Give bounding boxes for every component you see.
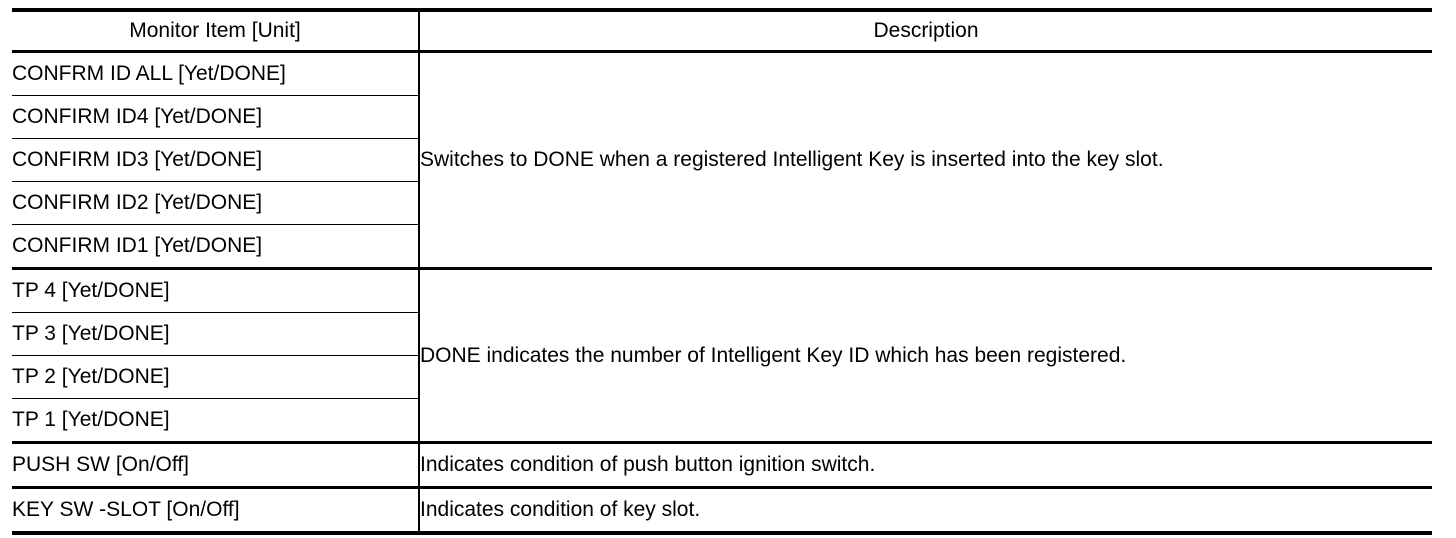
monitor-item-cell: TP 1 [Yet/DONE] <box>12 398 420 444</box>
description-cell: Indicates condition of key slot. <box>419 487 1432 531</box>
monitor-item-table: Monitor Item [Unit] Description CONFRM I… <box>12 12 1432 531</box>
monitor-item-cell: CONFIRM ID1 [Yet/DONE] <box>12 224 420 270</box>
table-row: CONFIRM ID1 [Yet/DONE] <box>12 224 1432 270</box>
monitor-item-cell: CONFIRM ID3 [Yet/DONE] <box>12 138 420 182</box>
monitor-item-table-wrapper: Monitor Item [Unit] Description CONFRM I… <box>12 8 1432 535</box>
table-row: KEY SW -SLOT [On/Off]Indicates condition… <box>12 487 1432 531</box>
table-row: TP 3 [Yet/DONE] <box>12 312 1432 356</box>
table-row: TP 1 [Yet/DONE] <box>12 398 1432 444</box>
table-row: CONFIRM ID2 [Yet/DONE] <box>12 181 1432 225</box>
table-row: PUSH SW [On/Off]Indicates condition of p… <box>12 442 1432 489</box>
monitor-item-cell: CONFIRM ID2 [Yet/DONE] <box>12 181 420 225</box>
header-description: Description <box>419 12 1432 53</box>
table-top-rule <box>12 8 1432 12</box>
monitor-item-cell: KEY SW -SLOT [On/Off] <box>12 487 420 531</box>
monitor-item-cell: PUSH SW [On/Off] <box>12 442 420 489</box>
table-header: Monitor Item [Unit] Description <box>12 12 1432 53</box>
monitor-item-cell: CONFIRM ID4 [Yet/DONE] <box>12 95 420 139</box>
table-row: TP 4 [Yet/DONE]DONE indicates the number… <box>12 268 1432 444</box>
monitor-item-cell: TP 4 [Yet/DONE] <box>12 268 420 313</box>
monitor-item-cell: TP 2 [Yet/DONE] <box>12 355 420 399</box>
description-cell: Indicates condition of push button ignit… <box>419 442 1432 489</box>
description-cell: DONE indicates the number of Intelligent… <box>419 268 1432 444</box>
table-row: CONFIRM ID4 [Yet/DONE] <box>12 95 1432 139</box>
monitor-item-cell: TP 3 [Yet/DONE] <box>12 312 420 356</box>
table-body: CONFRM ID ALL [Yet/DONE]Switches to DONE… <box>12 51 1432 531</box>
table-bottom-rule <box>12 531 1432 535</box>
monitor-item-cell: CONFRM ID ALL [Yet/DONE] <box>12 51 420 96</box>
table-row: TP 2 [Yet/DONE] <box>12 355 1432 399</box>
table-row: CONFRM ID ALL [Yet/DONE]Switches to DONE… <box>12 51 1432 270</box>
header-row: Monitor Item [Unit] Description <box>12 12 1432 53</box>
table-row: CONFIRM ID3 [Yet/DONE] <box>12 138 1432 182</box>
description-cell: Switches to DONE when a registered Intel… <box>419 51 1432 270</box>
header-monitor-item: Monitor Item [Unit] <box>12 12 420 53</box>
